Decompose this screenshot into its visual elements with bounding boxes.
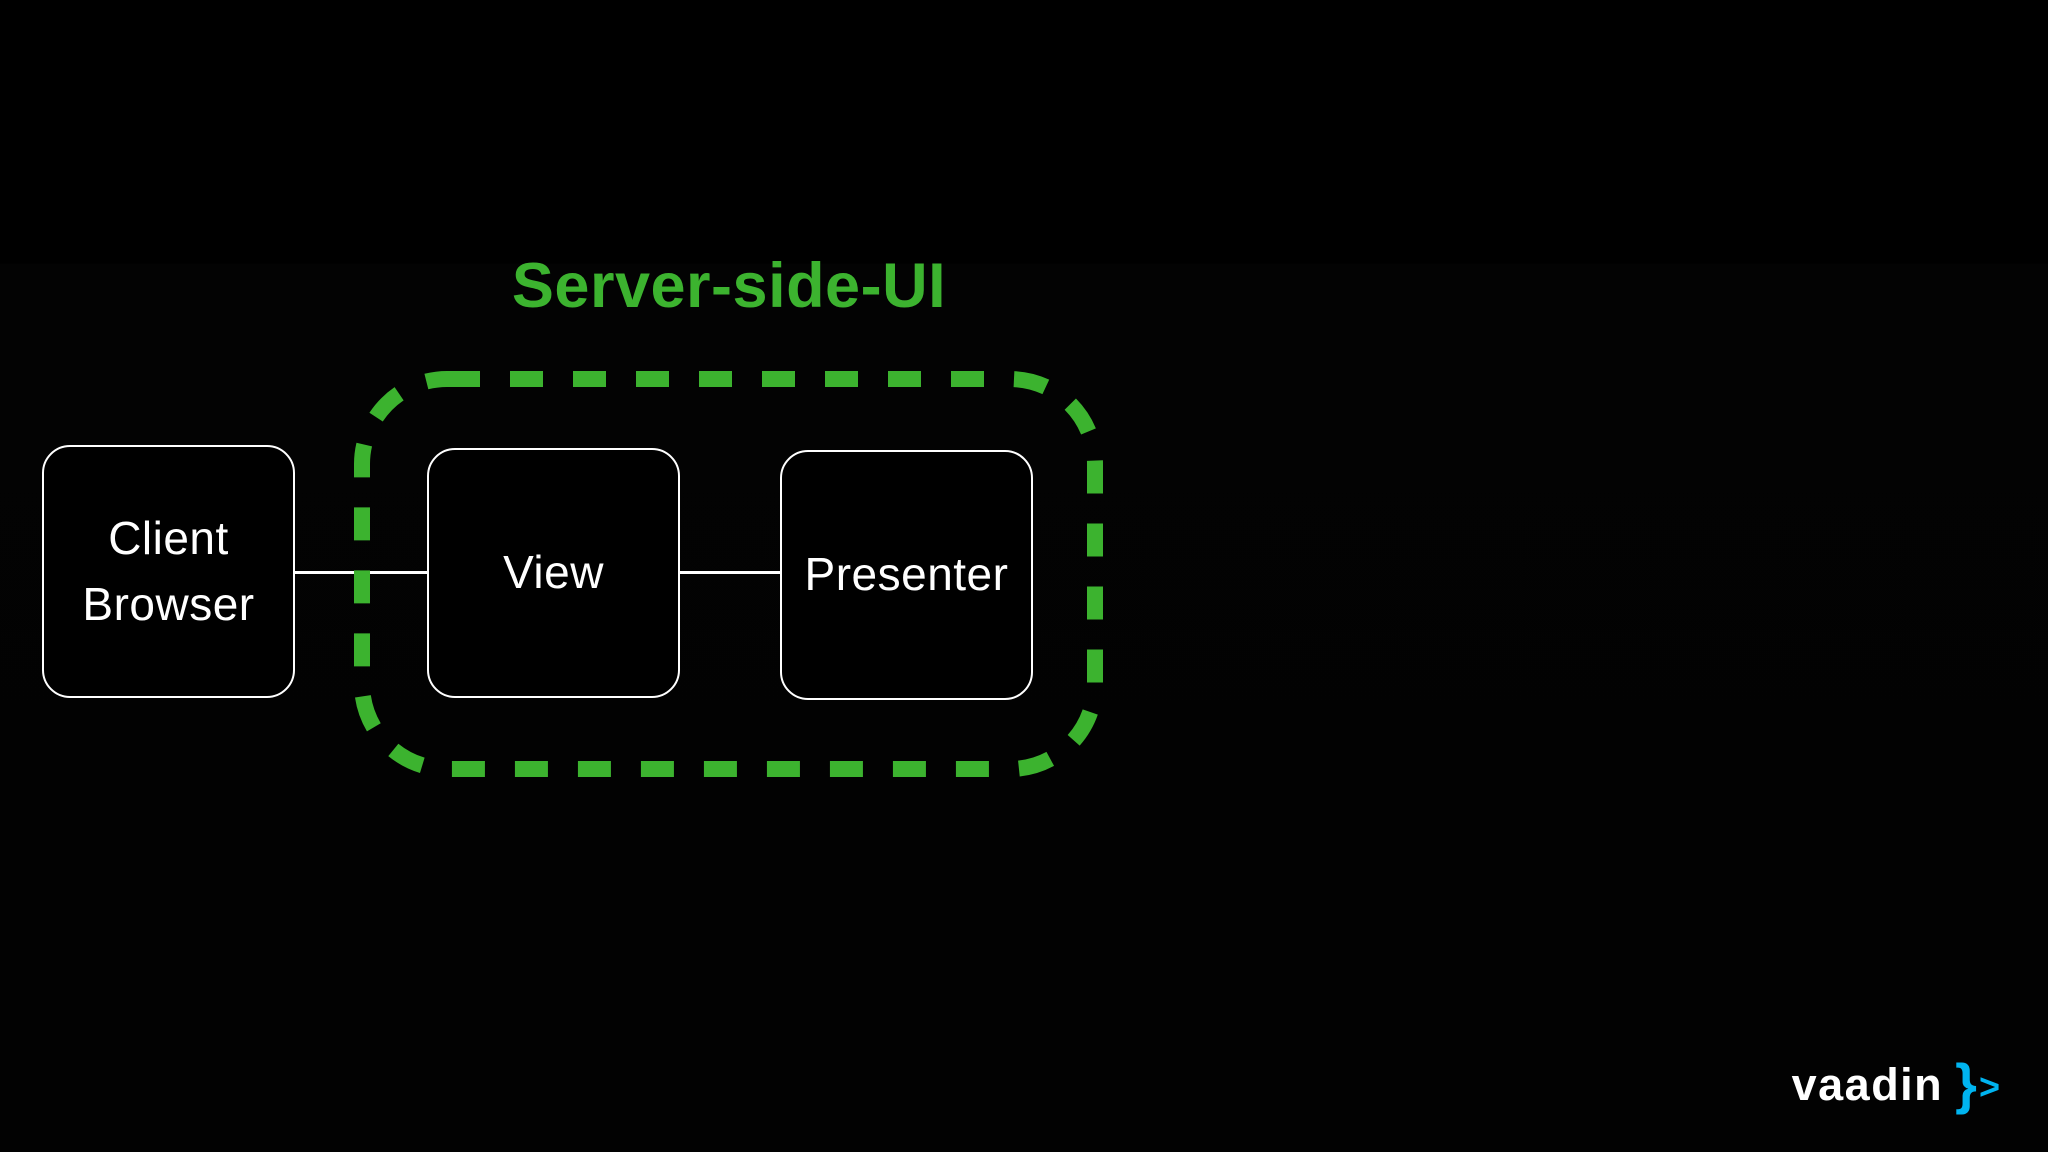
node-client-browser: Client Browser <box>42 445 295 698</box>
edge-client-browser-to-view <box>295 571 427 574</box>
vaadin-brace-icon: } <box>1955 1052 1977 1115</box>
vaadin-logo: vaadin } > <box>1792 1056 2000 1112</box>
group-title-server-side-ui: Server-side-UI <box>511 251 947 321</box>
vaadin-chevron-icon: > <box>1978 1066 2000 1107</box>
node-client-browser-label: Client Browser <box>82 512 255 630</box>
node-view-label: View <box>503 546 604 599</box>
vaadin-wordmark: vaadin <box>1791 1058 1944 1110</box>
node-presenter: Presenter <box>780 450 1033 700</box>
node-view: View <box>427 448 680 698</box>
edge-view-to-presenter <box>680 571 780 574</box>
node-presenter-label: Presenter <box>804 548 1009 601</box>
